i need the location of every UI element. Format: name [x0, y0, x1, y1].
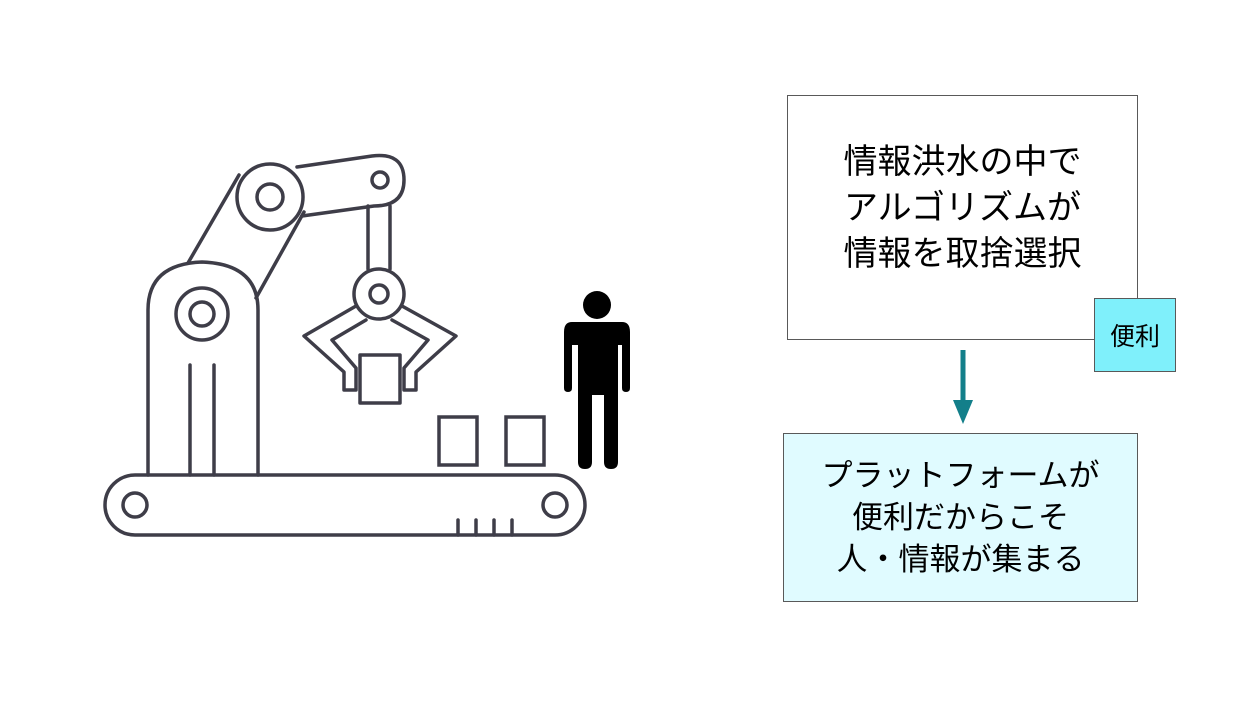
down-arrow-icon	[953, 350, 973, 424]
box-icon	[437, 415, 546, 467]
platform-result-text: プラットフォームが 便利だからこそ 人・情報が集まる	[821, 457, 1100, 578]
person-icon	[564, 291, 630, 469]
algorithm-selection-box: 情報洪水の中で アルゴリズムが 情報を取捨選択	[787, 95, 1138, 340]
convenience-badge: 便利	[1094, 298, 1176, 372]
algorithm-selection-text: 情報洪水の中で アルゴリズムが 情報を取捨選択	[843, 141, 1082, 274]
conveyor-belt-icon	[103, 473, 587, 537]
platform-result-box: プラットフォームが 便利だからこそ 人・情報が集まる	[783, 433, 1138, 602]
convenience-badge-text: 便利	[1109, 322, 1160, 351]
robot-arm-icon	[146, 153, 458, 477]
